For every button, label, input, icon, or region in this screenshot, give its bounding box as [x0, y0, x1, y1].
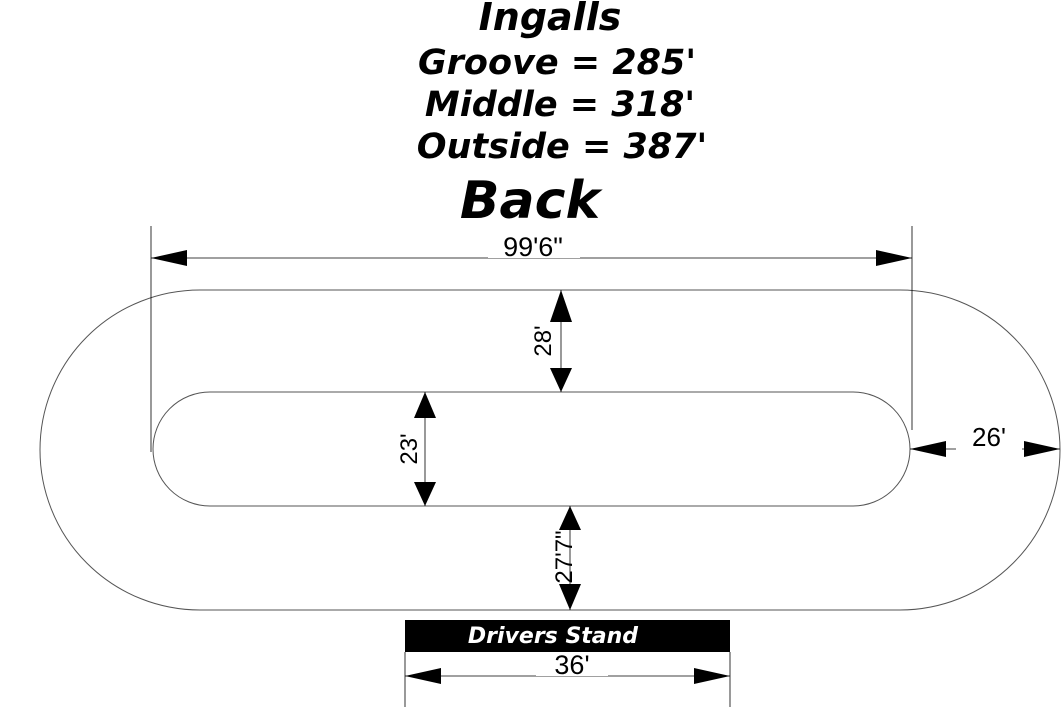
straight-arrow-left [151, 250, 187, 266]
front-width-arrow-bottom [559, 584, 581, 610]
drivers-stand-label: Drivers Stand [468, 624, 638, 649]
front-width-label: 27'7" [551, 530, 578, 583]
groove-length: Groove = 285' [418, 43, 696, 83]
stand-width-arrow-right [694, 668, 730, 684]
stand-width-label: 36' [554, 650, 589, 680]
turn-width-arrow-left [910, 441, 946, 457]
back-stretch-label: Back [460, 171, 604, 231]
stand-width-arrow-left [405, 668, 441, 684]
infield-width-arrow-bottom [414, 482, 436, 506]
straight-length-label: 99'6" [503, 232, 563, 262]
back-width-arrow-bottom [550, 368, 572, 392]
infield-boundary [152, 391, 911, 507]
infield-width-label: 23' [396, 433, 423, 464]
back-width-label: 28' [530, 325, 557, 356]
outside-length: Outside = 387' [417, 127, 708, 167]
turn-width-label: 26' [972, 422, 1006, 452]
straight-arrow-right [876, 250, 912, 266]
outer-track-boundary [39, 289, 1061, 611]
track-name-title: Ingalls [479, 0, 622, 39]
back-width-arrow-top [550, 290, 572, 322]
drivers-stand-bar [405, 620, 730, 652]
turn-width-arrow-right [1024, 441, 1060, 457]
front-width-arrow-top [559, 506, 581, 530]
middle-length: Middle = 318' [425, 85, 695, 125]
infield-width-arrow-top [414, 392, 436, 418]
